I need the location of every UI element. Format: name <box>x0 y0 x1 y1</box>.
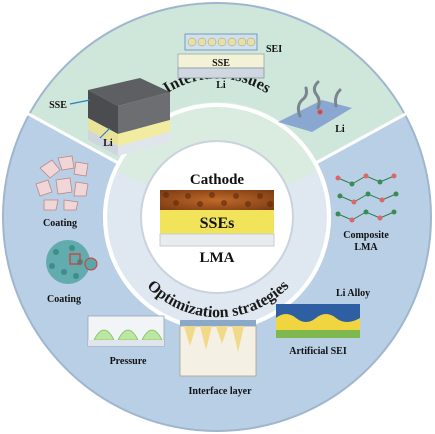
li-right-label: Li <box>335 124 345 135</box>
lma-label: LMA <box>200 250 235 266</box>
sei-top-label: SEI <box>266 44 282 55</box>
coating-2-label: Coating <box>47 294 81 305</box>
li-alloy-label: Li Alloy <box>336 288 370 299</box>
li-top-label: Li <box>216 80 226 91</box>
coating-2-illustration <box>46 240 98 284</box>
layer-stack: Cathode SSEs LMA <box>159 172 275 266</box>
sse-top-label: SSE <box>212 58 230 69</box>
sei-stack-illustration <box>177 33 265 79</box>
outer-border <box>2 2 432 432</box>
sse-cube-illustration <box>88 78 170 156</box>
dendrite-illustration <box>278 80 352 132</box>
pressure-illustration <box>87 315 165 347</box>
interface-layer-illustration <box>179 320 257 377</box>
sse-left-label: SSE <box>49 100 67 111</box>
artificial-sei-label: Artificial SEI <box>289 346 347 357</box>
cathode-label: Cathode <box>190 172 245 188</box>
artificial-sei-illustration <box>276 304 360 338</box>
sses-layer <box>160 210 274 234</box>
lma-layer <box>159 233 275 247</box>
pressure-label: Pressure <box>110 356 147 367</box>
composite-label-line2: LMA <box>354 242 378 253</box>
cathode-layer <box>160 190 274 210</box>
li-left-label: Li <box>103 138 113 149</box>
cathode-particles <box>163 192 273 207</box>
coating-1-label: Coating <box>43 218 77 229</box>
sses-label: SSEs <box>200 215 235 232</box>
composite-label-line1: Composite <box>343 230 389 241</box>
composite-lma-illustration <box>335 173 399 223</box>
coating-1-illustration <box>35 155 89 211</box>
interface-layer-label: Interface layer <box>188 386 252 397</box>
